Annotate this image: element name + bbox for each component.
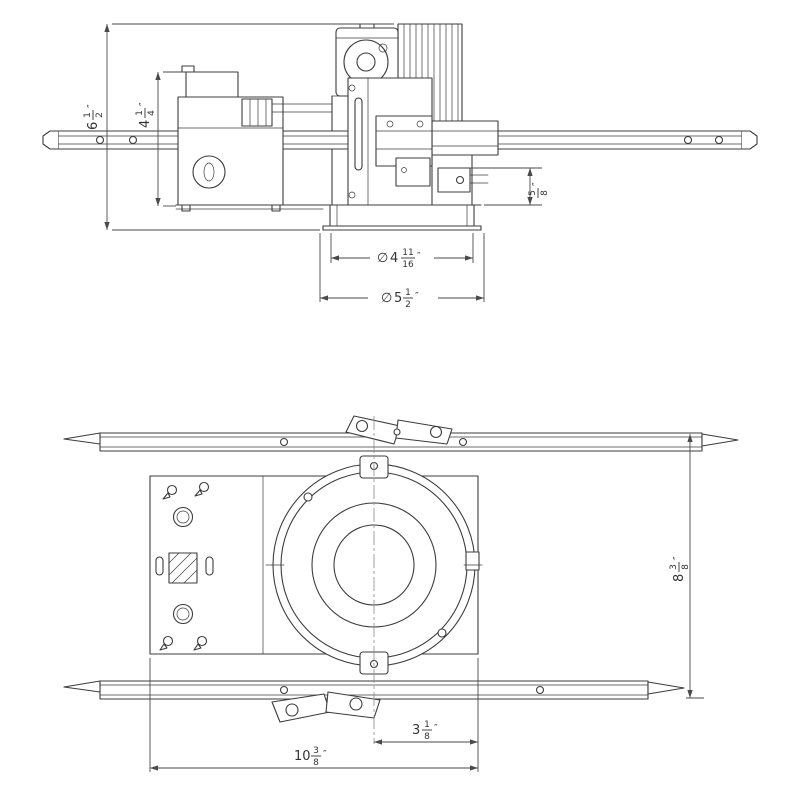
dim-numerator: 3 [669, 564, 679, 570]
dim-flange-depth-label: 5 8 ″ [528, 182, 550, 198]
dim-denominator: 8 [424, 732, 430, 742]
dim-denominator: 8 [313, 758, 319, 768]
bar-channel [431, 120, 499, 156]
dim-unit: ″ [434, 723, 438, 734]
dim-overall-depth-label: 8 3 8 ″ [669, 556, 691, 582]
dim-whole: 3 [412, 723, 420, 738]
dim-center-offset-label: 3 1 8 ″ [412, 720, 438, 742]
dim-trim-diameter: ∅ 5 1 2 ″ [319, 233, 485, 310]
dim-whole: 10 [294, 749, 311, 764]
dim-denominator: 8 [540, 190, 550, 196]
dim-housing-height: 4 1 4 ″ [135, 71, 184, 207]
dim-unit: ″ [86, 104, 97, 108]
dim-unit: ″ [417, 251, 421, 262]
dim-overall-height: 6 1 2 ″ [83, 23, 394, 231]
dim-center-offset: 3 1 8 ″ [374, 658, 479, 772]
dim-denominator: 2 [405, 300, 411, 310]
dim-unit: ″ [672, 556, 683, 560]
dim-overall-width: 10 3 8 ″ [149, 658, 478, 772]
dim-unit: ″ [531, 182, 542, 186]
dim-aperture-diameter-label: ∅ 4 11 16 ″ [377, 248, 421, 270]
elevation-view: 6 1 2 ″ 4 1 4 ″ [42, 23, 758, 310]
locking-cam-top [345, 415, 453, 445]
dim-whole: 6 [86, 122, 101, 130]
dim-overall-height-label: 6 1 2 ″ [83, 104, 105, 130]
dim-unit: ″ [138, 102, 149, 106]
diameter-symbol: ∅ [377, 251, 388, 266]
trim-ring [322, 204, 482, 231]
dim-whole: 5 [394, 291, 402, 306]
diameter-symbol: ∅ [381, 291, 392, 306]
dim-whole: 4 [138, 120, 153, 128]
dim-whole: 4 [390, 251, 398, 266]
dim-numerator: 11 [402, 248, 413, 258]
dim-flange-depth: 5 8 ″ [470, 167, 550, 206]
junction-box [177, 65, 333, 212]
locking-cam-bottom [271, 691, 381, 723]
dim-aperture-diameter: ∅ 4 11 16 ″ [330, 233, 474, 270]
dim-numerator: 1 [135, 110, 145, 116]
plan-view: 8 3 8 ″ 3 1 8 ″ 10 3 [63, 415, 739, 772]
jbox-plate-details [155, 481, 214, 651]
dim-numerator: 3 [313, 746, 319, 756]
bar-clamp [375, 115, 433, 187]
dim-numerator: 1 [424, 720, 430, 730]
dim-denominator: 4 [147, 110, 157, 116]
side-bracket [437, 167, 489, 193]
dim-trim-diameter-label: ∅ 5 1 2 ″ [381, 288, 419, 310]
dim-numerator: 5 [528, 190, 538, 196]
dim-denominator: 2 [95, 112, 105, 118]
dim-whole: 8 [672, 574, 687, 582]
dim-numerator: 1 [405, 288, 411, 298]
dim-overall-width-label: 10 3 8 ″ [294, 746, 327, 768]
dim-unit: ″ [415, 291, 419, 302]
dim-unit: ″ [323, 749, 327, 760]
dim-numerator: 1 [83, 112, 93, 118]
dim-denominator: 16 [402, 260, 414, 270]
dim-overall-depth: 8 3 8 ″ [669, 434, 704, 699]
dim-housing-height-label: 4 1 4 ″ [135, 102, 157, 128]
dim-denominator: 8 [681, 564, 691, 570]
